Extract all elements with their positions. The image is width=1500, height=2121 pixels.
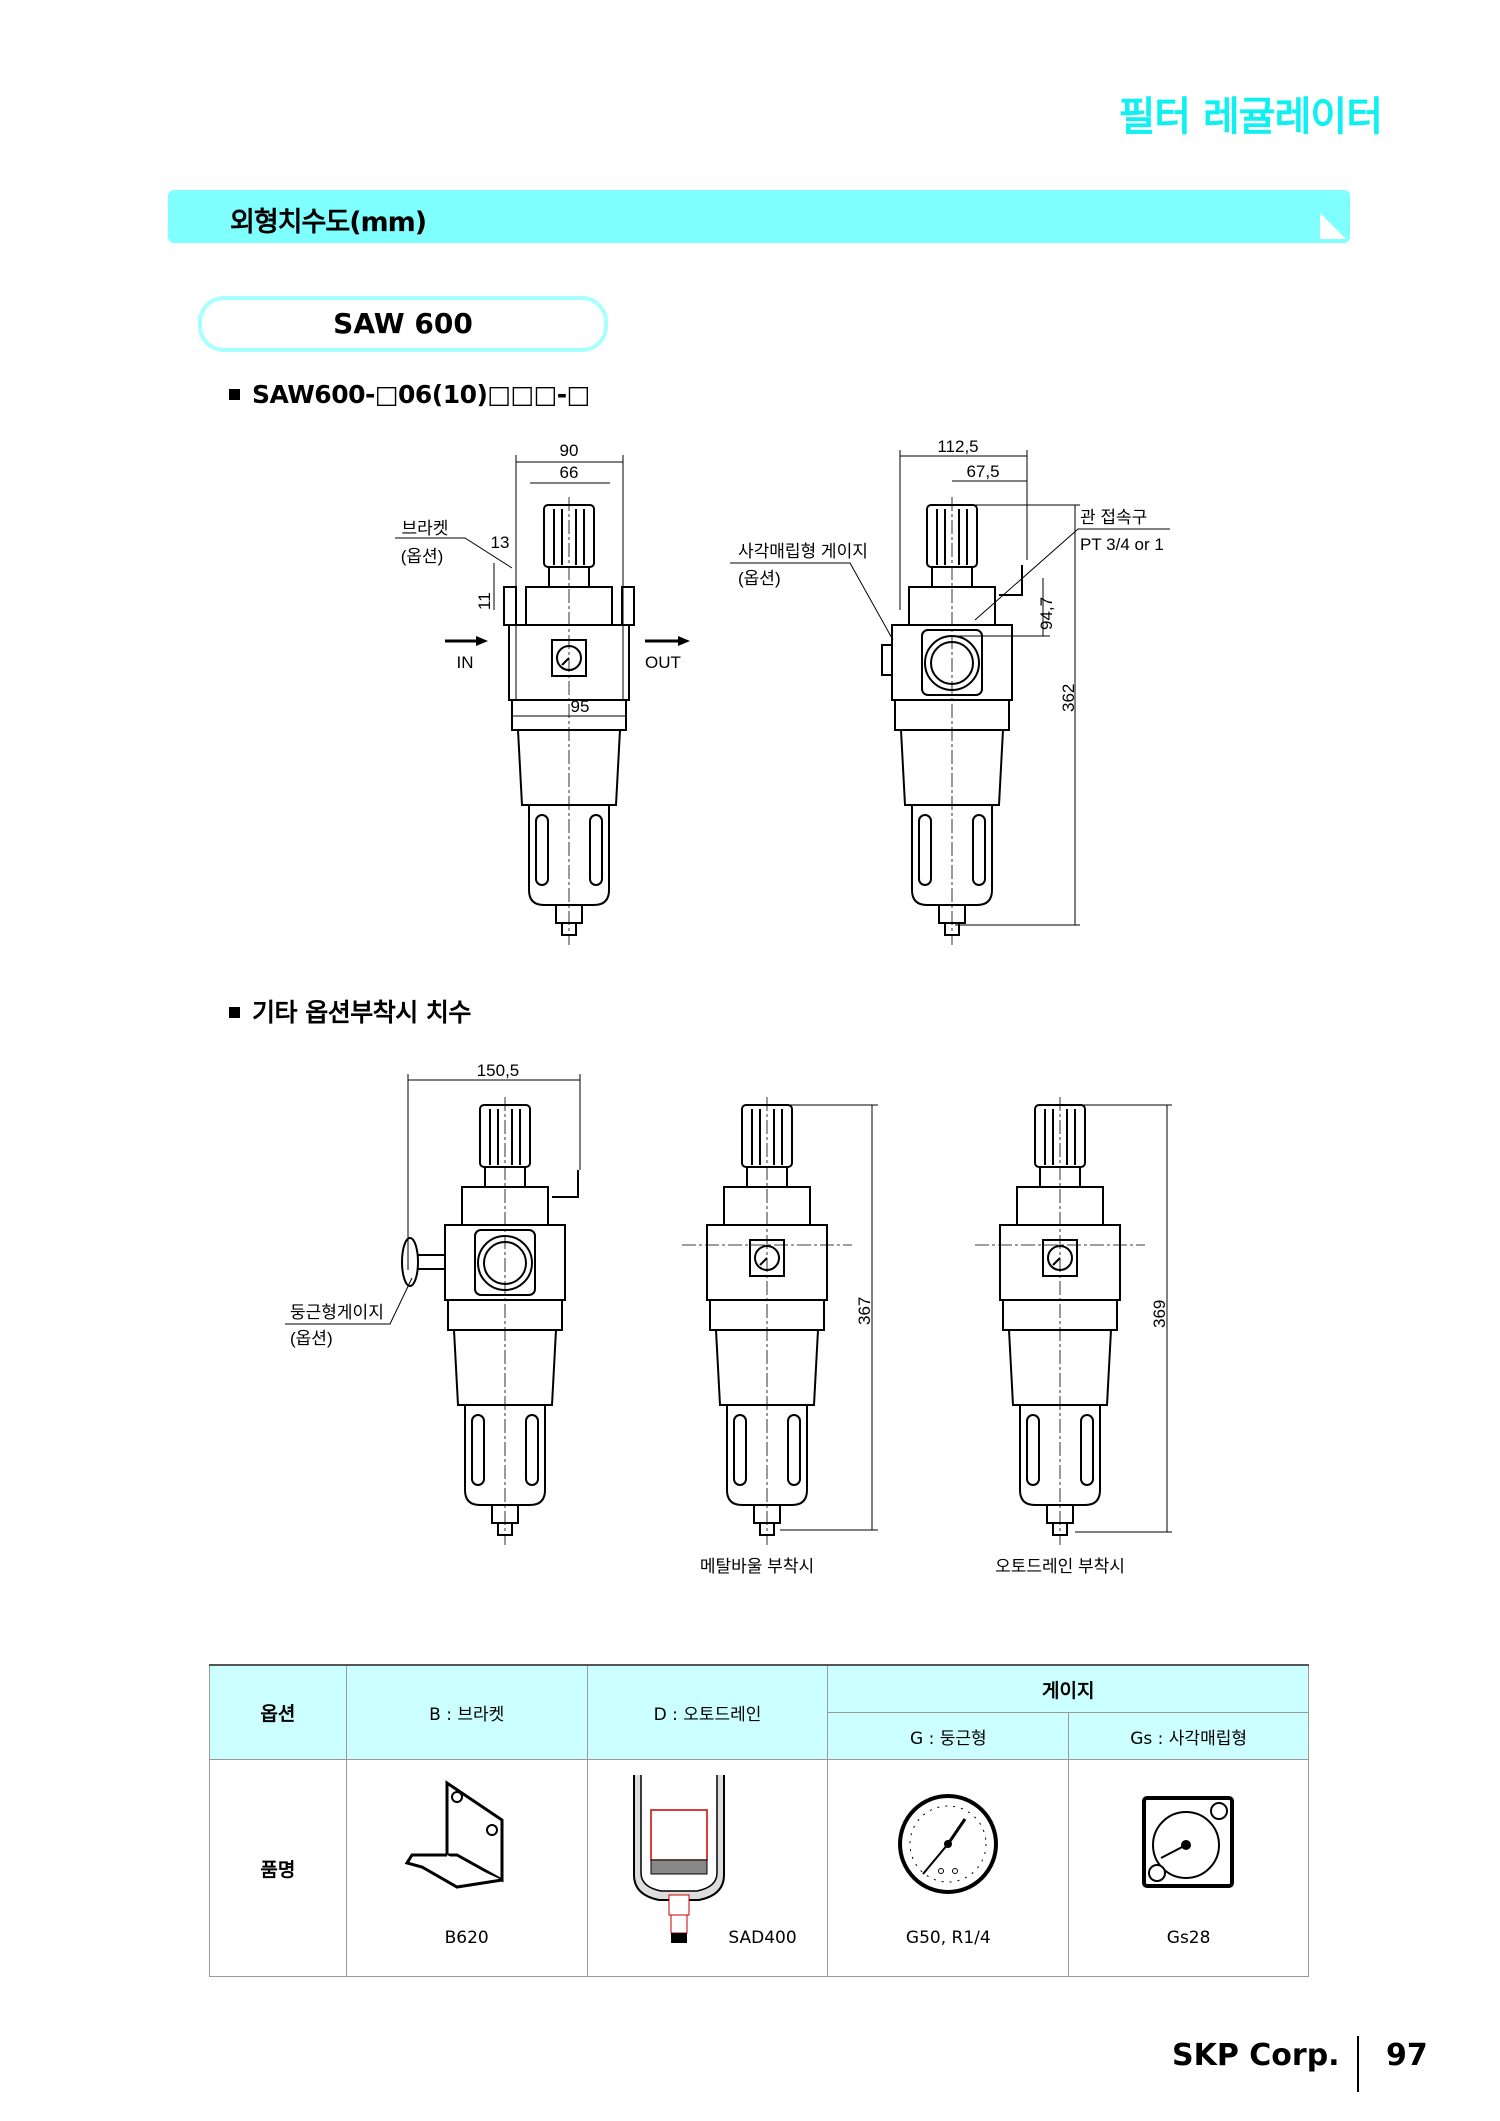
dimension-drawings: 90 66 13 11 브라켓 (옵션) IN OUT 95 112,5 67,…: [285, 437, 1172, 1576]
in-port-label: IN: [457, 653, 474, 672]
col-gauge-square: Gs : 사각매립형: [1068, 1712, 1309, 1760]
drawing-heading-options: 기타 옵션부착시 치수: [229, 993, 471, 1029]
dim-150-5: 150,5: [477, 1061, 520, 1080]
product-cell-autodrain: SAD400: [586, 1759, 829, 1977]
product-name: Gs28: [1166, 1928, 1211, 1948]
square-gauge-label: 사각매립형 게이지: [738, 542, 868, 561]
round-gauge-note: (옵션): [290, 1329, 333, 1348]
dim-13: 13: [491, 533, 510, 552]
round-gauge-label: 둥근형게이지: [290, 1303, 384, 1322]
dim-369: 369: [1150, 1300, 1169, 1328]
out-port-label: OUT: [645, 653, 681, 672]
regulator-auto-drain-view: [975, 1096, 1145, 1546]
dim-112-5: 112,5: [937, 437, 978, 456]
square-gauge-note: (옵션): [738, 569, 781, 588]
col-gauge: 게이지: [827, 1664, 1309, 1713]
corner-fold-icon: [1320, 213, 1346, 239]
regulator-front-view: [503, 496, 635, 946]
document-title: 필터 레귤레이터: [1118, 94, 1383, 140]
auto-drain-caption: 오토드레인 부착시: [995, 1557, 1125, 1576]
footer-company: SKP Corp.: [1172, 2038, 1340, 2073]
regulator-metal-bowl-view: [682, 1096, 852, 1546]
col-bracket: B : 브라켓: [345, 1664, 588, 1760]
options-table: 옵션 B : 브라켓 D : 오토드레인 게이지 G : 둥근형 Gs : 사각…: [209, 1664, 1309, 1977]
section-title: 외형치수도(mm): [230, 207, 427, 238]
bracket-icon: [404, 1780, 504, 1889]
page-number: 97: [1386, 2038, 1428, 2073]
footer-divider: [1357, 2036, 1359, 2092]
col-gauge-round: G : 둥근형: [827, 1712, 1070, 1760]
dim-362: 362: [1059, 684, 1078, 712]
drawing-heading-model: SAW600-□06(10)□□□-□: [229, 380, 590, 409]
product-name: G50, R1/4: [905, 1928, 991, 1948]
port-size: PT 3/4 or 1: [1080, 535, 1164, 554]
dim-66: 66: [560, 463, 579, 482]
regulator-round-gauge-view: [401, 1096, 579, 1546]
dim-367: 367: [855, 1297, 874, 1325]
bracket-label: 브라켓: [402, 519, 449, 538]
dim-11: 11: [475, 592, 494, 610]
dim-90: 90: [560, 441, 579, 460]
product-name: SAD400: [728, 1928, 797, 1948]
regulator-side-view: [881, 496, 1023, 946]
product-cell-square-gauge: Gs28: [1068, 1759, 1309, 1977]
product-cell-round-gauge: G50, R1/4: [827, 1759, 1070, 1977]
model-badge: SAW 600: [198, 296, 608, 352]
dim-94-7: 94,7: [1037, 597, 1056, 630]
port-label: 관 접속구: [1080, 508, 1147, 527]
square-gauge-icon: [1141, 1796, 1234, 1888]
auto-drain-icon: [632, 1775, 725, 1943]
product-cell-bracket: B620: [345, 1759, 588, 1977]
product-row-header: 품명: [209, 1759, 347, 1977]
option-row-header: 옵션: [209, 1664, 347, 1760]
dim-95: 95: [571, 697, 590, 716]
metal-bowl-caption: 메탈바울 부착시: [700, 1557, 814, 1576]
round-gauge-icon: [898, 1794, 999, 1894]
section-header-bar: 외형치수도(mm): [168, 190, 1350, 243]
bracket-note: (옵션): [401, 547, 444, 566]
product-name: B620: [444, 1928, 489, 1948]
col-autodrain: D : 오토드레인: [586, 1664, 829, 1760]
dim-67-5: 67,5: [966, 462, 999, 481]
